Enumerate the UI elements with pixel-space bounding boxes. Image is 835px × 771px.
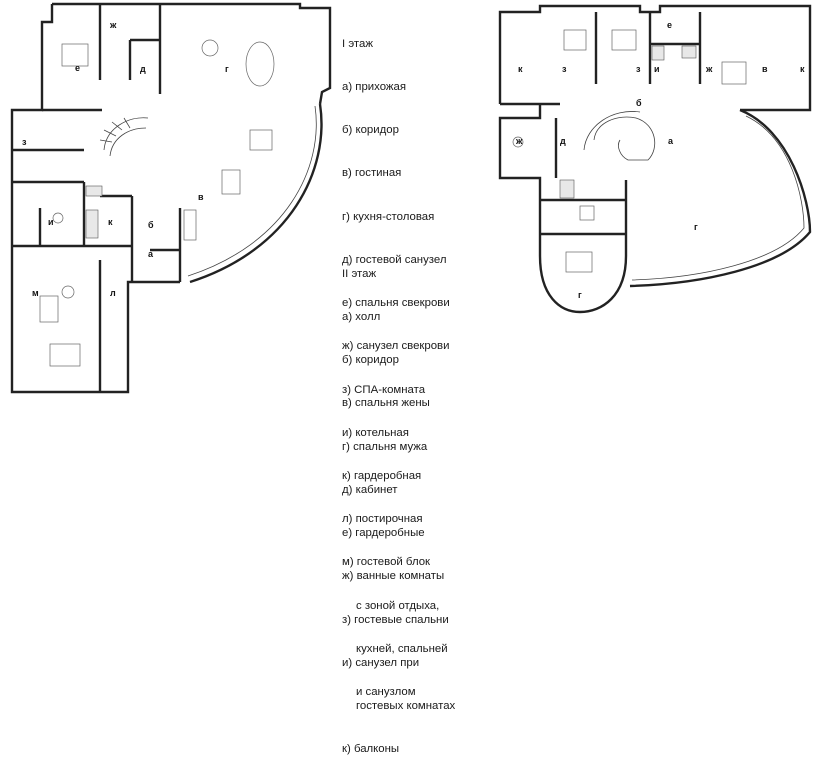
legend-item-continuation: гостевых комнатах	[356, 700, 456, 712]
legend-item: е) спальня свекрови	[342, 297, 450, 310]
floor2-left-wall	[498, 104, 542, 256]
legend-item: г) спальня мужа	[342, 440, 428, 453]
legend-item: г) кухня-столовая	[342, 210, 435, 223]
floor2-room-label: е	[667, 20, 672, 30]
floor1-room-label: к	[108, 217, 113, 227]
floor2-room-label: ж	[515, 136, 523, 146]
legend-item: д) гостевой санузел	[342, 253, 447, 266]
table-icon	[61, 285, 75, 299]
floor2-spiral-stair	[583, 111, 656, 161]
legend-item: б) коридор	[342, 354, 399, 367]
floor1-outer-wall	[52, 2, 332, 105]
legend-item: ж) санузел свекрови	[342, 340, 450, 353]
legend-item: и) санузел при	[342, 656, 420, 669]
floor1-left-wall-upper	[10, 4, 180, 394]
coffee-table	[249, 129, 273, 151]
floor2-outer-wall	[498, 4, 812, 112]
bed-icon	[721, 61, 747, 85]
floor-plans: ж д е г з в и к б а м л	[10, 2, 812, 394]
floor2-legend: II этаж а) холл б) коридор в) спальня же…	[342, 238, 455, 771]
legend-item: е) гардеробные	[342, 527, 425, 540]
legend-item: а) прихожая	[342, 81, 407, 94]
floor2-closet	[559, 179, 575, 199]
bath-icon	[39, 295, 59, 323]
legend-item: к) балконы	[342, 743, 400, 756]
legend-item: д) кабинет	[342, 483, 398, 496]
bed-icon	[565, 251, 593, 273]
floor1-room-label: г	[225, 64, 229, 74]
floor1-room-label: б	[148, 220, 154, 230]
floor1-room-label: м	[32, 288, 39, 298]
floor2-room-label: д	[560, 136, 566, 146]
floor2-room-label: ж	[705, 64, 713, 74]
floor-2-plan: е к з з и ж в к б ж д а г г	[498, 4, 812, 314]
legend-item: а) холл	[342, 311, 381, 324]
legend-item: в) гостиная	[342, 167, 402, 180]
bed-icon	[49, 343, 81, 367]
floor1-room-label: в	[198, 192, 204, 202]
bath-icon	[512, 136, 524, 148]
floor2-room-label: к	[518, 64, 523, 74]
boiler-icon	[52, 212, 64, 224]
floor2-room-label: г	[578, 290, 582, 300]
floor2-room-label: г	[694, 222, 698, 232]
floor1-curved-window	[187, 105, 317, 277]
floor1-legend-title: I этаж	[342, 37, 373, 50]
floor1-room-label: д	[140, 64, 146, 74]
legend-item: ж) ванные комнаты	[342, 570, 445, 583]
bed-icon	[61, 43, 89, 67]
floor2-bay-window	[538, 234, 628, 314]
floor1-room-label: з	[22, 137, 27, 147]
desk-icon	[579, 205, 595, 221]
floor1-room-label: л	[110, 288, 116, 298]
floor2-legend-title: II этаж	[342, 267, 377, 280]
kitchen-island	[201, 39, 219, 57]
floor2-room-label: и	[654, 64, 660, 74]
floor1-closet	[85, 185, 103, 197]
floor2-closet	[651, 45, 665, 61]
legend-item: з) СПА-комната	[342, 383, 426, 396]
legend-item: в) спальня жены	[342, 397, 430, 410]
floor1-room-label: ж	[109, 20, 117, 30]
floor1-spiral-stair	[99, 117, 149, 157]
floor1-room-label: и	[48, 217, 54, 227]
cabinet-icon	[183, 209, 197, 241]
floor1-room-label: е	[75, 63, 80, 73]
legend-item: з) гостевые спальни	[342, 613, 449, 626]
floor2-room-label: к	[800, 64, 805, 74]
bed-icon	[563, 29, 587, 51]
floor2-room-label: а	[668, 136, 674, 146]
floor2-curved-window	[631, 115, 805, 281]
legend-item: б) коридор	[342, 124, 399, 137]
dining-table	[245, 41, 275, 87]
floor2-room-label: з	[562, 64, 567, 74]
bed-icon	[611, 29, 637, 51]
floor1-curved-wall	[189, 103, 323, 284]
floor2-closet	[681, 45, 697, 59]
floor2-room-label: з	[636, 64, 641, 74]
floor2-room-label: в	[762, 64, 768, 74]
floor2-room-label: б	[636, 98, 642, 108]
floor1-closet	[85, 209, 99, 239]
floor-1-plan: ж д е г з в и к б а м л	[10, 2, 332, 394]
sofa-icon	[221, 169, 241, 195]
floor2-curved-wall	[629, 108, 812, 288]
floor1-room-label: а	[148, 249, 154, 259]
